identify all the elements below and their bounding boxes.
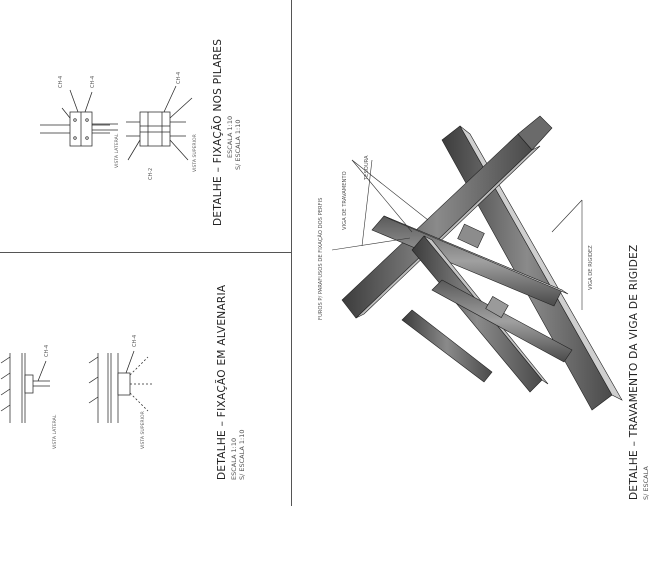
pilares-tag-d: CH-2 xyxy=(148,168,154,180)
travamento-title: DETALHE – TRAVAMENTO DA VIGA DE RIGIDEZ xyxy=(628,244,640,500)
alvenaria-label-top: VISTA LATERAL xyxy=(52,414,58,449)
pilares-tag-c: CH-4 xyxy=(176,72,182,84)
pilares-sub1: ESCALA 1:10 xyxy=(226,115,234,158)
pilares-sub2: S/ ESCALA 1:10 xyxy=(234,119,242,170)
alvenaria-sub2: S/ ESCALA 1:10 xyxy=(238,429,246,480)
pilares-drawing: CH-4 CH-4 CH-4 CH-2 VISTA LATERAL VISTA … xyxy=(40,72,198,180)
alvenaria-sub1: ESCALA 1:10 xyxy=(230,437,238,480)
travamento-drawing: FUROS P/ PARAFUSOS DE FIXAÇÃO DOS PERFIS… xyxy=(317,115,623,411)
alvenaria-tag-b: CH-4 xyxy=(132,335,138,347)
pilares-tag-b: CH-4 xyxy=(90,76,96,88)
travamento-sub1: S/ ESCALA xyxy=(642,466,650,500)
divider-h xyxy=(0,252,292,253)
pilares-label-top: VISTA LATERAL xyxy=(114,133,120,168)
alvenaria-title: DETALHE – FIXAÇÃO EM ALVENARIA xyxy=(216,284,228,480)
pilares-title: DETALHE – FIXAÇÃO NOS PILARES xyxy=(212,38,224,226)
alvenaria-label-bottom: VISTA SUPERIOR xyxy=(140,410,146,449)
alvenaria-drawing: CH-4 CH-4 VISTA LATERAL VISTA SUPERIOR xyxy=(0,335,152,449)
travamento-label-b: TESOURA xyxy=(364,155,370,181)
pilares-label-bottom: VISTA SUPERIOR xyxy=(192,133,198,172)
travamento-label-a: VIGA DE TRAVAMENTO xyxy=(342,171,348,230)
travamento-label-c: VIGA DE RIGIDEZ xyxy=(588,245,594,290)
divider-v xyxy=(291,0,292,506)
alvenaria-tag-a: CH-4 xyxy=(44,345,50,357)
pilares-tag-a: CH-4 xyxy=(58,76,64,88)
travamento-note: FUROS P/ PARAFUSOS DE FIXAÇÃO DOS PERFIS xyxy=(317,198,324,320)
page-root: CH-4 CH-4 CH-4 CH-2 VISTA LATERAL VISTA … xyxy=(0,0,650,506)
